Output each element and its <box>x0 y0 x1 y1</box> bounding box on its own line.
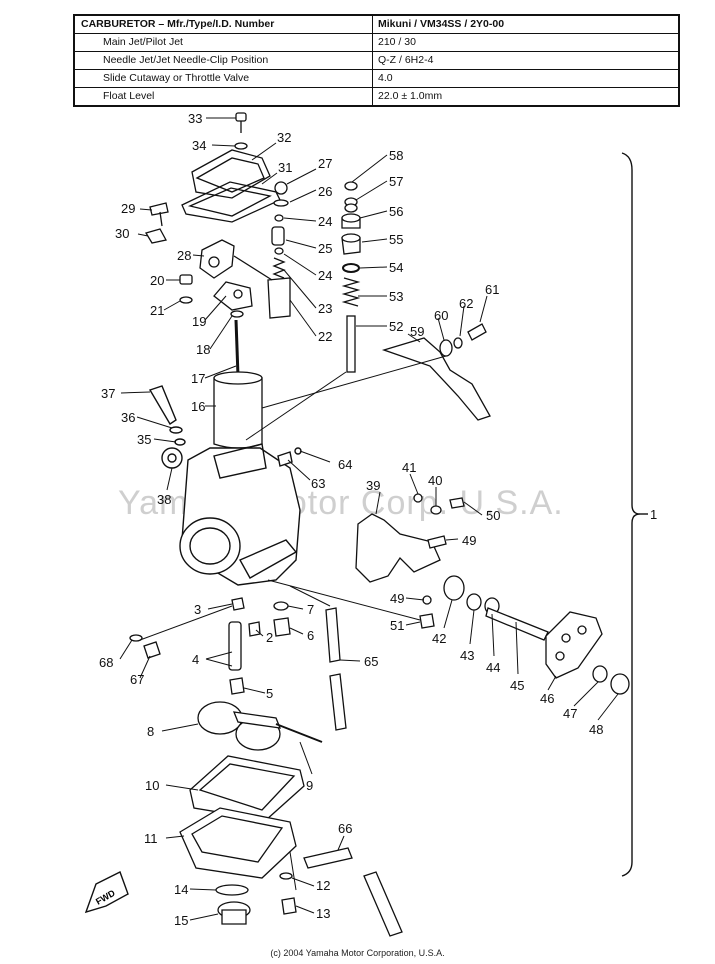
callout-label: 11 <box>144 831 158 846</box>
callout-label: 9 <box>306 778 313 793</box>
callout-label: 67 <box>130 672 144 687</box>
fwd-arrow-icon: FWD <box>84 871 129 914</box>
spec-label: CARBURETOR – Mfr./Type/I.D. Number <box>73 14 373 34</box>
callout-label: 63 <box>311 476 325 491</box>
callout-label: 18 <box>196 342 210 357</box>
callout-label: 49 <box>390 591 404 606</box>
callout-label: 1 <box>650 507 657 522</box>
callout-label: 55 <box>389 232 403 247</box>
spec-value: Mikuni / VM34SS / 2Y0-00 <box>372 14 680 34</box>
callout-label: 68 <box>99 655 113 670</box>
spec-label: Float Level <box>73 87 373 107</box>
spec-row-slide-cutaway: Slide Cutaway or Throttle Valve 4.0 <box>73 69 680 88</box>
callout-label: 48 <box>589 722 603 737</box>
callout-label: 60 <box>434 308 448 323</box>
callout-label: 27 <box>318 156 332 171</box>
callout-label: 36 <box>121 410 135 425</box>
spec-row-needle-jet: Needle Jet/Jet Needle-Clip Position Q-Z … <box>73 51 680 70</box>
callout-label: 14 <box>174 882 188 897</box>
callout-label: 51 <box>390 618 404 633</box>
callout-label: 66 <box>338 821 352 836</box>
callout-label: 16 <box>191 399 205 414</box>
callout-label: 29 <box>121 201 135 216</box>
callout-numbers: 33 34 32 31 27 26 24 25 24 23 22 29 30 2… <box>99 111 603 928</box>
callout-label: 49 <box>462 533 476 548</box>
callout-label: 65 <box>364 654 378 669</box>
callout-label: 4 <box>192 652 199 667</box>
callout-label: 40 <box>428 473 442 488</box>
callout-label: 24 <box>318 268 332 283</box>
callout-label: 62 <box>459 296 473 311</box>
callout-label: 43 <box>460 648 474 663</box>
callout-label: 46 <box>540 691 554 706</box>
spec-row-carburetor: CARBURETOR – Mfr./Type/I.D. Number Mikun… <box>73 14 680 34</box>
callout-label: 61 <box>485 282 499 297</box>
callout-label: 44 <box>486 660 500 675</box>
copyright-footer: (c) 2004 Yamaha Motor Corporation, U.S.A… <box>270 948 445 958</box>
spec-label: Needle Jet/Jet Needle-Clip Position <box>73 51 373 70</box>
callout-label: 23 <box>318 301 332 316</box>
callout-label: 53 <box>389 289 403 304</box>
carburetor-exploded-diagram: Yamaha Motor Corp. U.S.A. 1 <box>84 111 657 937</box>
callout-label: 7 <box>307 602 314 617</box>
callout-label: 12 <box>316 878 330 893</box>
callout-label: 10 <box>145 778 159 793</box>
callout-label: 34 <box>192 138 206 153</box>
callout-label: 33 <box>188 111 202 126</box>
callout-label: 21 <box>150 303 164 318</box>
carburetor-spec-table: CARBURETOR – Mfr./Type/I.D. Number Mikun… <box>73 14 680 107</box>
spec-value: 210 / 30 <box>372 33 680 52</box>
spec-row-float-level: Float Level 22.0 ± 1.0mm <box>73 87 680 107</box>
top-cover-group <box>145 112 291 449</box>
callout-label: 32 <box>277 130 291 145</box>
callout-label: 50 <box>486 508 500 523</box>
callout-label: 13 <box>316 906 330 921</box>
callout-label: 22 <box>318 329 332 344</box>
callout-label: 17 <box>191 371 205 386</box>
callout-label: 6 <box>307 628 314 643</box>
callout-label: 64 <box>338 457 352 472</box>
callout-label: 57 <box>389 174 403 189</box>
callout-label: 30 <box>115 226 129 241</box>
callout-label: 24 <box>318 214 332 229</box>
callout-label: 54 <box>389 260 403 275</box>
callout-label: 37 <box>101 386 115 401</box>
spec-value: Q-Z / 6H2-4 <box>372 51 680 70</box>
carburetor-body <box>148 385 302 586</box>
callout-label: 2 <box>266 630 273 645</box>
spec-label: Main Jet/Pilot Jet <box>73 33 373 52</box>
cable-bracket <box>381 323 491 421</box>
callout-label: 58 <box>389 148 403 163</box>
callout-label: 26 <box>318 184 332 199</box>
callout-label: 5 <box>266 686 273 701</box>
callout-label: 47 <box>563 706 577 721</box>
callout-label: 19 <box>192 314 206 329</box>
spec-value: 4.0 <box>372 69 680 88</box>
callout-label: 8 <box>147 724 154 739</box>
float-bowl-group <box>129 597 403 937</box>
callout-label: 31 <box>278 160 292 175</box>
callout-label: 35 <box>137 432 151 447</box>
callout-label: 38 <box>157 492 171 507</box>
callout-label: 28 <box>177 248 191 263</box>
spec-row-main-jet: Main Jet/Pilot Jet 210 / 30 <box>73 33 680 52</box>
spec-value: 22.0 ± 1.0mm <box>372 87 680 107</box>
callout-label: 3 <box>194 602 201 617</box>
callout-label: 25 <box>318 241 332 256</box>
spec-label: Slide Cutaway or Throttle Valve <box>73 69 373 88</box>
callout-label: 15 <box>174 913 188 928</box>
callout-label: 59 <box>410 324 424 339</box>
callout-label: 39 <box>366 478 380 493</box>
callout-label: 41 <box>402 460 416 475</box>
callout-label: 52 <box>389 319 403 334</box>
throttle-linkage <box>355 493 630 695</box>
callout-label: 56 <box>389 204 403 219</box>
callout-label: 45 <box>510 678 524 693</box>
assembly-bracket <box>621 152 648 877</box>
idle-screw-stack <box>341 181 361 373</box>
leader-lines <box>119 117 619 921</box>
callout-label: 20 <box>150 273 164 288</box>
callout-label: 42 <box>432 631 446 646</box>
